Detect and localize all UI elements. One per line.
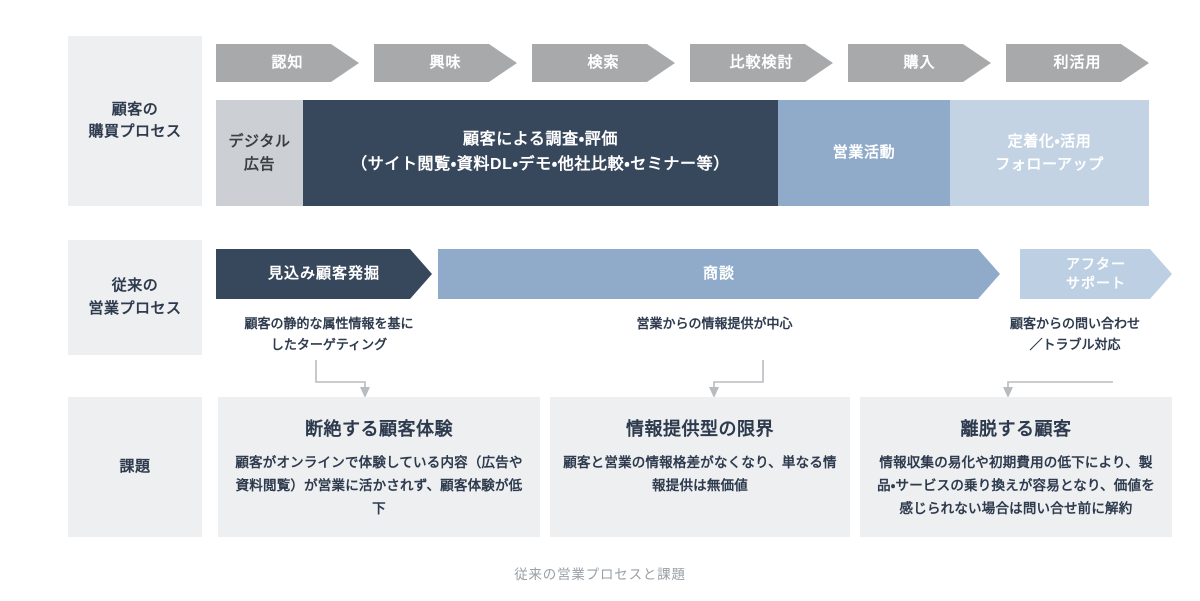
issue-card-churning-customers[interactable]: 離脱する顧客 情報収集の易化や初期費用の低下により、製品・サービスの乗り換えが容… [860, 397, 1172, 537]
sales-caption-line1: 営業からの情報提供が中心 [636, 316, 793, 331]
row-label-issues-text: 課題 [119, 457, 151, 475]
sales-caption-line2: したターゲティング [270, 336, 388, 352]
stage-chevron-kyomi[interactable]: 興味 [374, 44, 517, 82]
connector-arrow-right [1003, 381, 1113, 398]
issue-card-body: 顧客がオンラインで体験している内容（広告や資料閲覧）が営業に活かされず、顧客体験… [235, 455, 523, 517]
sales-stage-label: 見込み顧客発掘 [267, 264, 380, 282]
issue-card-title: 情報提供型の限界 [626, 419, 774, 439]
stage-chevron-label: 興味 [429, 53, 462, 71]
issue-card-title: 離脱する顧客 [960, 419, 1072, 439]
band-segment-line1: 定着化・活用 [1007, 132, 1092, 150]
row-label-buying-process-line2: 購買プロセス [88, 123, 182, 140]
stage-chevron-label: 検索 [587, 53, 620, 71]
band-segment-line2: フォローアップ [995, 156, 1104, 173]
sales-caption-line1: 顧客の静的な属性情報を基に [244, 316, 414, 331]
sales-caption-targeting: 顧客の静的な属性情報を基に したターゲティング [214, 314, 444, 356]
stage-chevron-label: 購入 [903, 53, 936, 71]
sales-stage-lead-generation[interactable]: 見込み顧客発掘 [216, 249, 432, 299]
stage-chevron-hikakukento[interactable]: 比較検討 [690, 44, 833, 82]
issue-card-body: 顧客と営業の情報格差がなくなり、単なる情報提供は無価値 [563, 455, 837, 494]
stage-chevron-label: 利活用 [1053, 53, 1102, 71]
issue-card-info-limit[interactable]: 情報提供型の限界 顧客と営業の情報格差がなくなり、単なる情報提供は無価値 [550, 397, 850, 537]
sales-caption-info-provision: 営業からの情報提供が中心 [592, 314, 837, 335]
issue-card-body: 情報収集の易化や初期費用の低下により、製品・サービスの乗り換えが容易となり、価値… [877, 455, 1155, 517]
sales-caption-line2: ／トラブル対応 [1029, 336, 1121, 352]
sales-stage-after-support[interactable]: アフター サポート [1020, 249, 1172, 299]
connector-arrow-left [315, 360, 370, 398]
band-segment-line2: （サイト閲覧・資料DL・デモ・他社比較・セミナー等） [351, 156, 730, 173]
stage-chevron-label: 認知 [271, 53, 304, 71]
stage-chevron-kensaku[interactable]: 検索 [532, 44, 675, 82]
issue-card-broken-experience[interactable]: 断絶する顧客体験 顧客がオンラインで体験している内容（広告や資料閲覧）が営業に活… [218, 397, 540, 537]
row-label-buying-process: 顧客の 購買プロセス [68, 36, 202, 206]
sales-caption-line1: 顧客からの問い合わせ [1009, 316, 1140, 331]
connector-arrow-middle [709, 360, 764, 398]
stage-chevron-label: 比較検討 [729, 53, 794, 71]
band-segment-line1: 営業活動 [832, 144, 896, 162]
row-label-issues: 課題 [68, 397, 202, 537]
band-segment-sales-activity[interactable]: 営業活動 [778, 100, 950, 206]
sales-stage-label-line2: サポート [1066, 275, 1126, 291]
row-label-sales-process-line2: 営業プロセス [88, 299, 182, 317]
row-label-buying-process-line1: 顧客の [111, 100, 159, 118]
band-segment-line1: デジタル [228, 132, 291, 150]
sales-stage-negotiation[interactable]: 商談 [438, 249, 1000, 299]
band-segment-line2: 広告 [243, 156, 276, 173]
band-segment-retention-followup[interactable]: 定着化・活用 フォローアップ [950, 100, 1149, 206]
row-label-sales-process: 従来の 営業プロセス [68, 240, 202, 355]
band-segment-customer-research[interactable]: 顧客による調査・評価 （サイト閲覧・資料DL・デモ・他社比較・セミナー等） [303, 100, 778, 206]
stage-chevron-ninchi[interactable]: 認知 [216, 44, 359, 82]
sales-stage-label-line1: アフター [1066, 256, 1126, 273]
stage-chevron-konyu[interactable]: 購入 [848, 44, 991, 82]
issue-card-title: 断絶する顧客体験 [305, 419, 453, 439]
band-segment-line1: 顧客による調査・評価 [463, 131, 618, 149]
row-label-sales-process-line1: 従来の [111, 277, 159, 294]
sales-caption-inquiry-trouble: 顧客からの問い合わせ ／トラブル対応 [978, 314, 1172, 356]
figure-caption: 従来の営業プロセスと課題 [514, 567, 686, 582]
sales-stage-label: 商談 [702, 264, 735, 282]
stage-chevron-rikatsuyo[interactable]: 利活用 [1006, 44, 1149, 82]
band-segment-digital-ad[interactable]: デジタル 広告 [216, 100, 303, 206]
